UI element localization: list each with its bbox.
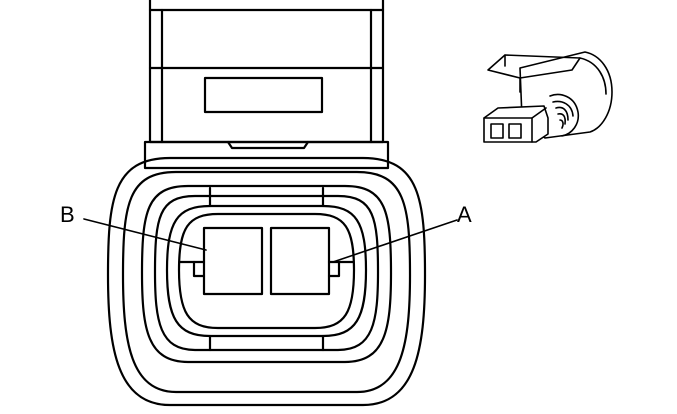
latch-window <box>203 76 324 114</box>
leader-line-a <box>332 219 458 263</box>
terminal-cavity-a <box>269 226 355 296</box>
pin-label-b: B <box>60 202 75 227</box>
pin-label-a: A <box>457 202 472 227</box>
connector-face: B A <box>60 0 472 407</box>
terminal-cavity-b <box>178 226 264 296</box>
connector-housing-top <box>143 0 390 170</box>
connector-cavity <box>165 186 368 352</box>
connector-seal-rings <box>106 156 427 407</box>
leader-line-b <box>83 218 207 251</box>
connector-isometric-view <box>483 51 613 143</box>
